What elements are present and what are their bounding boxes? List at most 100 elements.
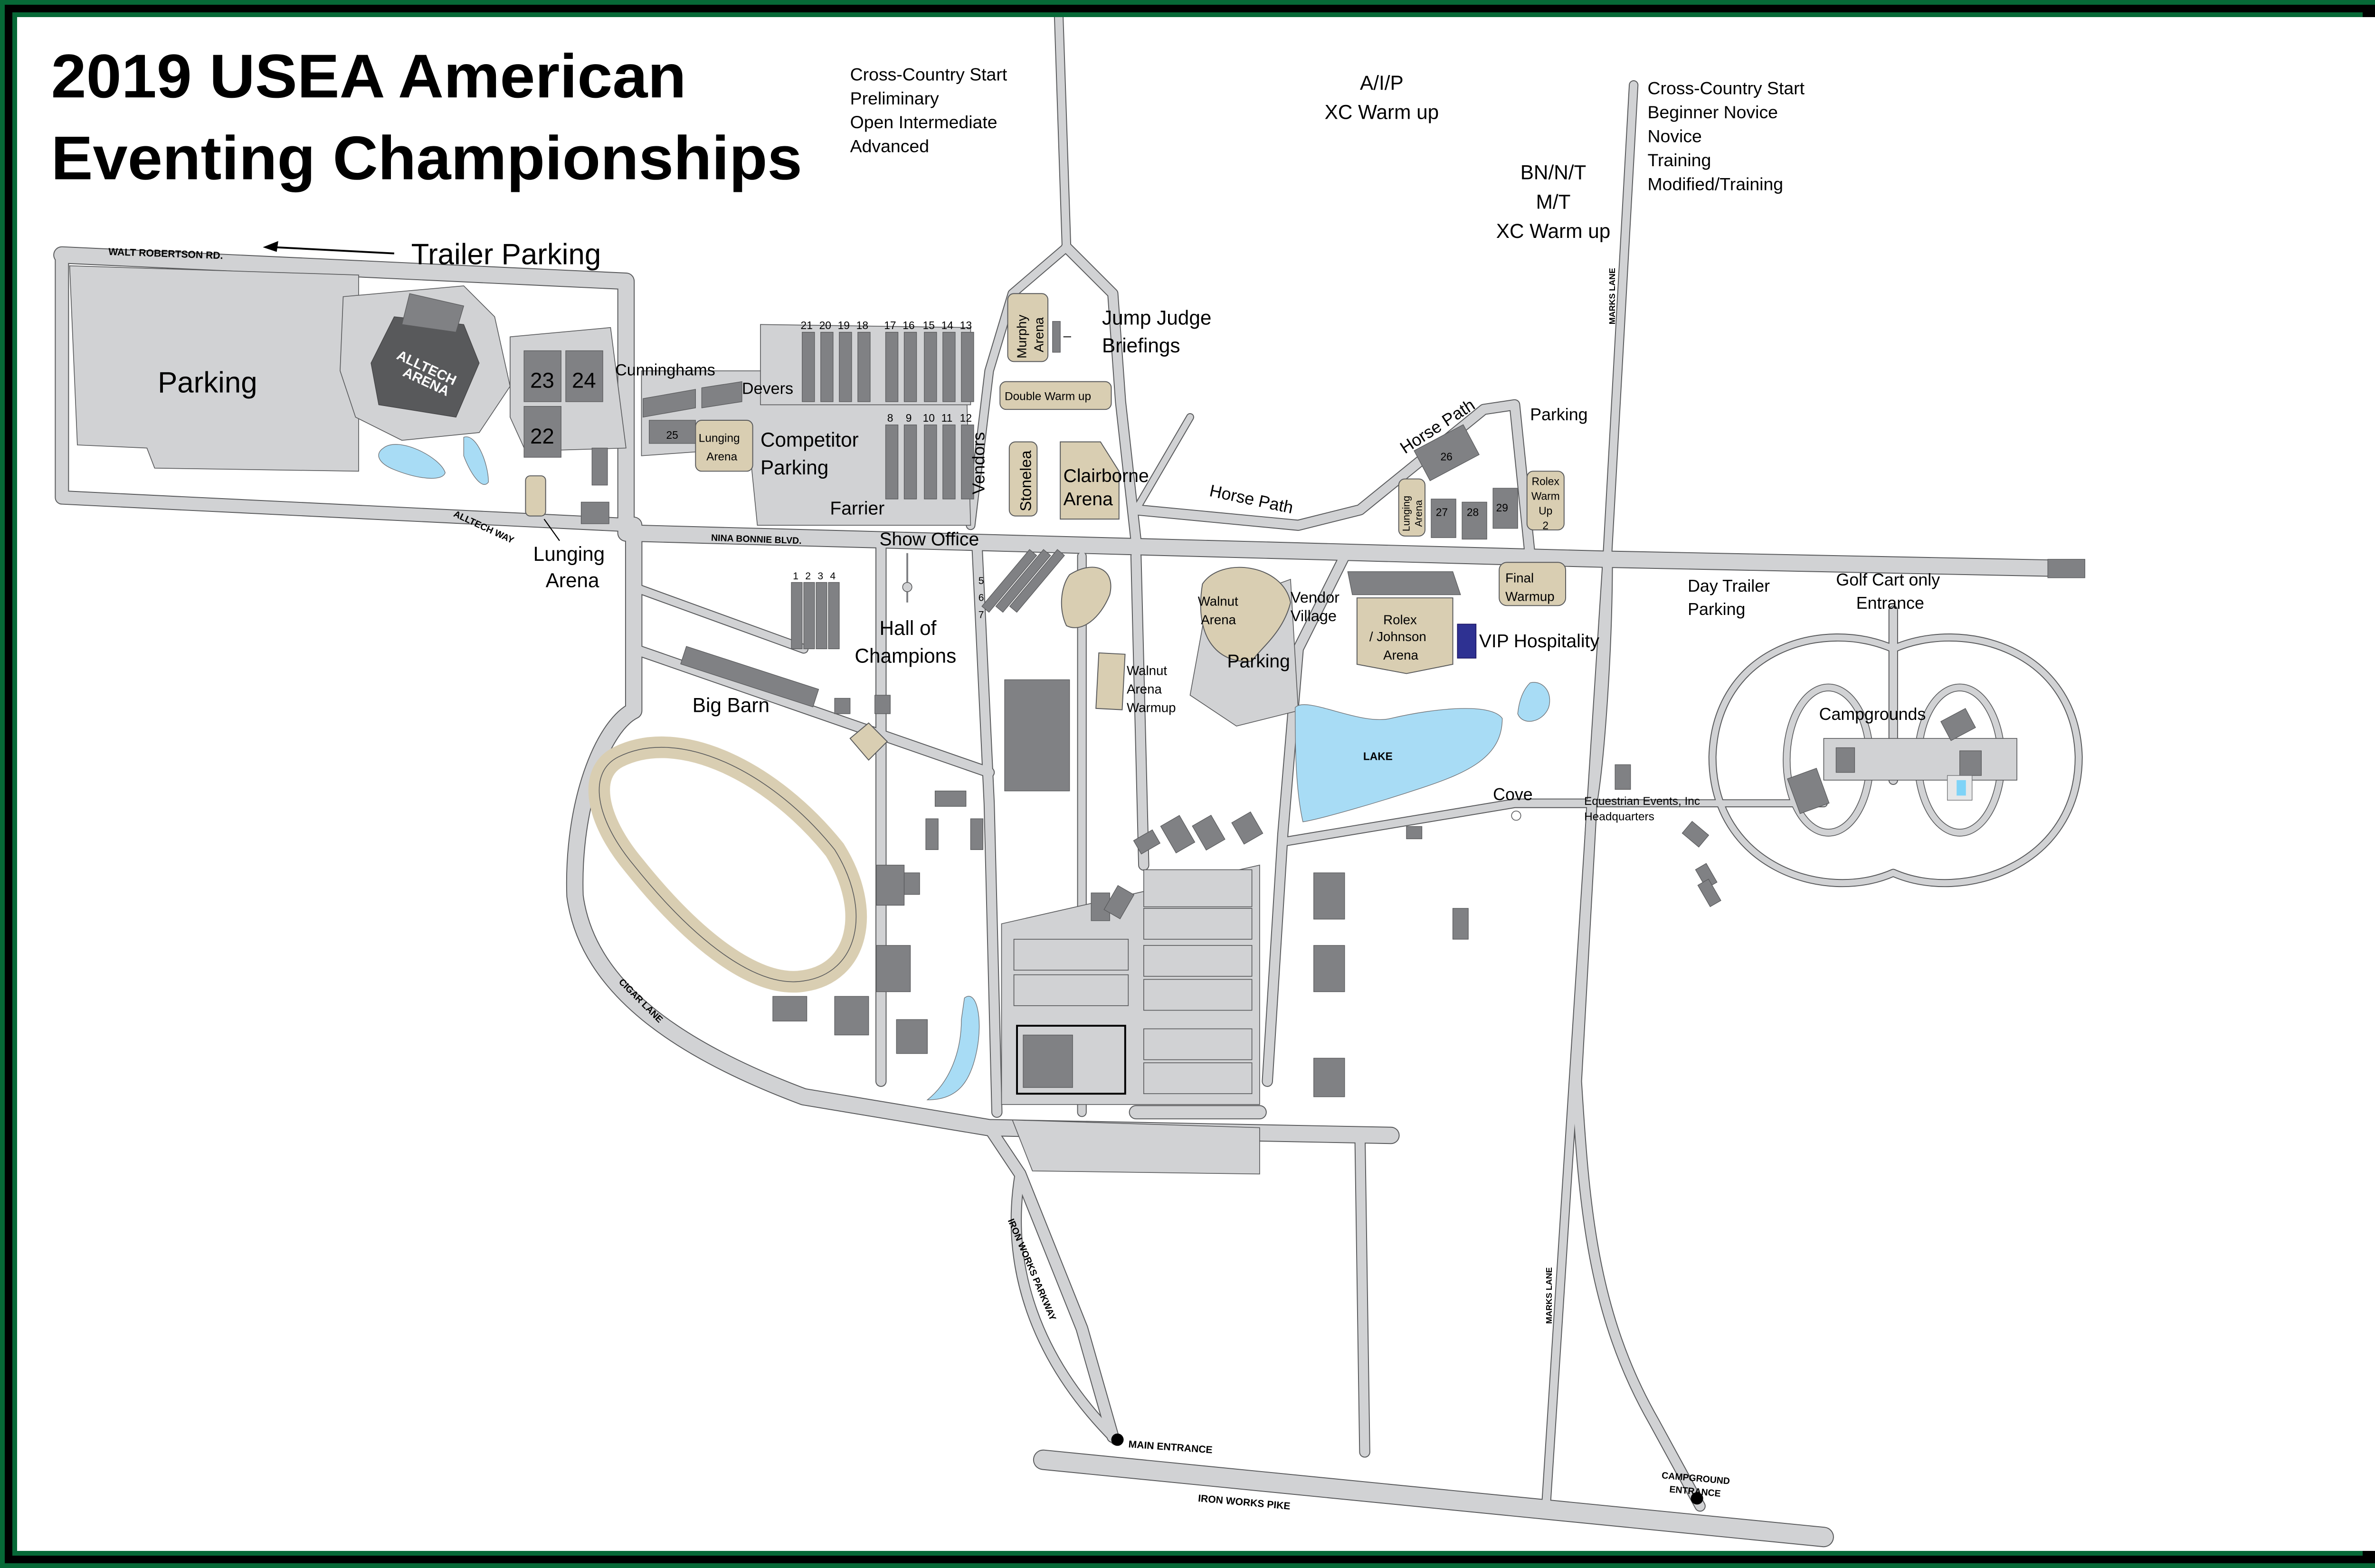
rolex-arena-label-1: Rolex (1383, 612, 1417, 627)
south-barn-complex (1013, 869, 1253, 1095)
rolexWU-line: Rolex (1532, 475, 1560, 488)
vip-hospitality-label: VIP Hospitality (1479, 631, 1600, 652)
stall-barn-16 (903, 331, 917, 402)
stall-label-17: 17 (884, 319, 896, 331)
clairborne-arena-shape (1060, 441, 1120, 520)
stall-label-3: 3 (817, 571, 823, 582)
wAIP-line: XC Warm up (1325, 101, 1439, 123)
stall-barn-8 (885, 425, 899, 500)
stonelea-label: Stonelea (1017, 450, 1034, 511)
stable-row-south (885, 425, 974, 500)
barn-23-label: 23 (530, 368, 554, 393)
wBN-line: M/T (1536, 190, 1571, 213)
walnut-arena-label-1: Walnut (1198, 594, 1238, 608)
lunging-arena-small-label-1: Lunging (699, 432, 740, 445)
stall-label-1: 1 (793, 571, 798, 582)
water-features (378, 436, 1550, 1100)
alltech-annex (401, 293, 465, 333)
stall-label-21: 21 (801, 319, 813, 331)
stall-label-20: 20 (819, 319, 831, 331)
road (618, 525, 2079, 576)
stall-barn-7 (1009, 549, 1065, 613)
day-trailer-parking-label-2: Parking (1688, 600, 1745, 619)
road (567, 517, 1399, 1143)
stall-label-5: 5 (978, 576, 984, 586)
road (1572, 551, 1705, 1511)
main-entrance-marker-icon (1111, 1433, 1124, 1446)
arrow-head-icon (263, 241, 278, 252)
campgrounds-label: Campgrounds (1819, 705, 1926, 724)
walnutWU-line: Walnut (1127, 663, 1167, 678)
equestrian-events-label-1: Equestrian Events, Inc (1584, 795, 1700, 808)
stall-barn-21 (802, 331, 815, 402)
final-warmup-shape (1499, 562, 1567, 606)
equestrian-events-label-2: Headquarters (1584, 810, 1654, 823)
lunging-arena-east-label-2: Arena (1413, 500, 1424, 527)
xcLower-line: Novice (1648, 126, 1702, 146)
barn-27 (1431, 499, 1456, 538)
murphy-arena-label-1: Murphy (1015, 315, 1029, 359)
trailer-parking-label: Trailer Parking (411, 238, 601, 271)
rolex-arena-label-2: / Johnson (1369, 629, 1426, 644)
pond-east (1517, 682, 1550, 722)
trailer-parking-arrow-icon (275, 246, 394, 255)
campground-entrance-label-2: ENTRANCE (1669, 1484, 1721, 1499)
stonelea-shape (1008, 441, 1038, 517)
stall-label-7: 7 (978, 609, 984, 620)
page-title-line-2: Eventing Championships (51, 123, 802, 193)
parking-center-label: Parking (1227, 651, 1290, 671)
iron-works-pike-label: IRON WORKS PIKE (1197, 1493, 1291, 1512)
road (1034, 1450, 1833, 1547)
road (1011, 1169, 1121, 1445)
lunging-arena-west-label-1: Lunging (533, 543, 605, 565)
road (54, 247, 634, 541)
walnut-warmup-shape (1095, 652, 1126, 710)
xcUpper-line: Preliminary (850, 88, 939, 108)
lunging-arena-pointer-icon (543, 519, 560, 541)
xcLower-line: Modified/Training (1648, 174, 1784, 194)
barn-22-label: 22 (530, 424, 554, 448)
cove-label: Cove (1493, 785, 1533, 804)
cunninghams-barn (643, 389, 696, 418)
farrier-label: Farrier (830, 498, 884, 519)
stall-label-6: 6 (978, 593, 984, 604)
lunging-arena-east-shape (1398, 478, 1425, 537)
parking-lot-west (69, 265, 359, 472)
road (1133, 414, 1193, 513)
xcLower-line: Beginner Novice (1648, 102, 1778, 122)
lunging-arena-small-shape (695, 419, 753, 472)
road (56, 253, 640, 532)
arenas (525, 293, 1567, 761)
road (1131, 551, 1149, 870)
venue-map: WALT ROBERTSON RD. ALLTECH WAY NINA BONN… (17, 17, 2375, 1551)
big-barn-label: Big Barn (693, 694, 770, 717)
stall-label-16: 16 (902, 319, 914, 331)
wBN-line: BN/N/T (1520, 161, 1586, 184)
murphy-arena-shape (1007, 293, 1049, 362)
road (1062, 242, 1141, 546)
rolex-arena-shape (1356, 597, 1454, 674)
clairborne-arena-label-2: Arena (1064, 489, 1113, 510)
map-canvas: WALT ROBERTSON RD. ALLTECH WAY NINA BONN… (51, 17, 2085, 1548)
iron-works-lot (1012, 1119, 1260, 1175)
stall-label-19: 19 (838, 319, 850, 331)
barn-23 (523, 350, 561, 402)
stall-barn-20 (820, 331, 834, 402)
stall-barn-12 (961, 425, 974, 500)
feature-labels: Trailer Parking Parking ALLTECH ARENA 23… (158, 238, 1940, 1505)
parking-main-label: Parking (158, 366, 257, 399)
stall-barn-15 (924, 331, 937, 402)
walnutWU-line: Arena (1127, 682, 1162, 697)
cove-marker-icon (1511, 811, 1521, 821)
stall-barn-10 (924, 425, 937, 500)
warmup-aip-label: A/I/PXC Warm up (1325, 72, 1439, 123)
walnut-arena-shape (1200, 567, 1291, 662)
rolex-warmup-2-shape (1526, 471, 1565, 530)
rolexWU-line: Up (1539, 504, 1552, 517)
clairborne-arena-label-1: Clairborne (1064, 466, 1149, 486)
jump-judge-label-1: Jump Judge (1102, 306, 1211, 329)
stall-barn-13 (961, 331, 974, 402)
stall-label-13: 13 (960, 319, 972, 331)
final-warmup-label-2: Warmup (1505, 589, 1554, 604)
